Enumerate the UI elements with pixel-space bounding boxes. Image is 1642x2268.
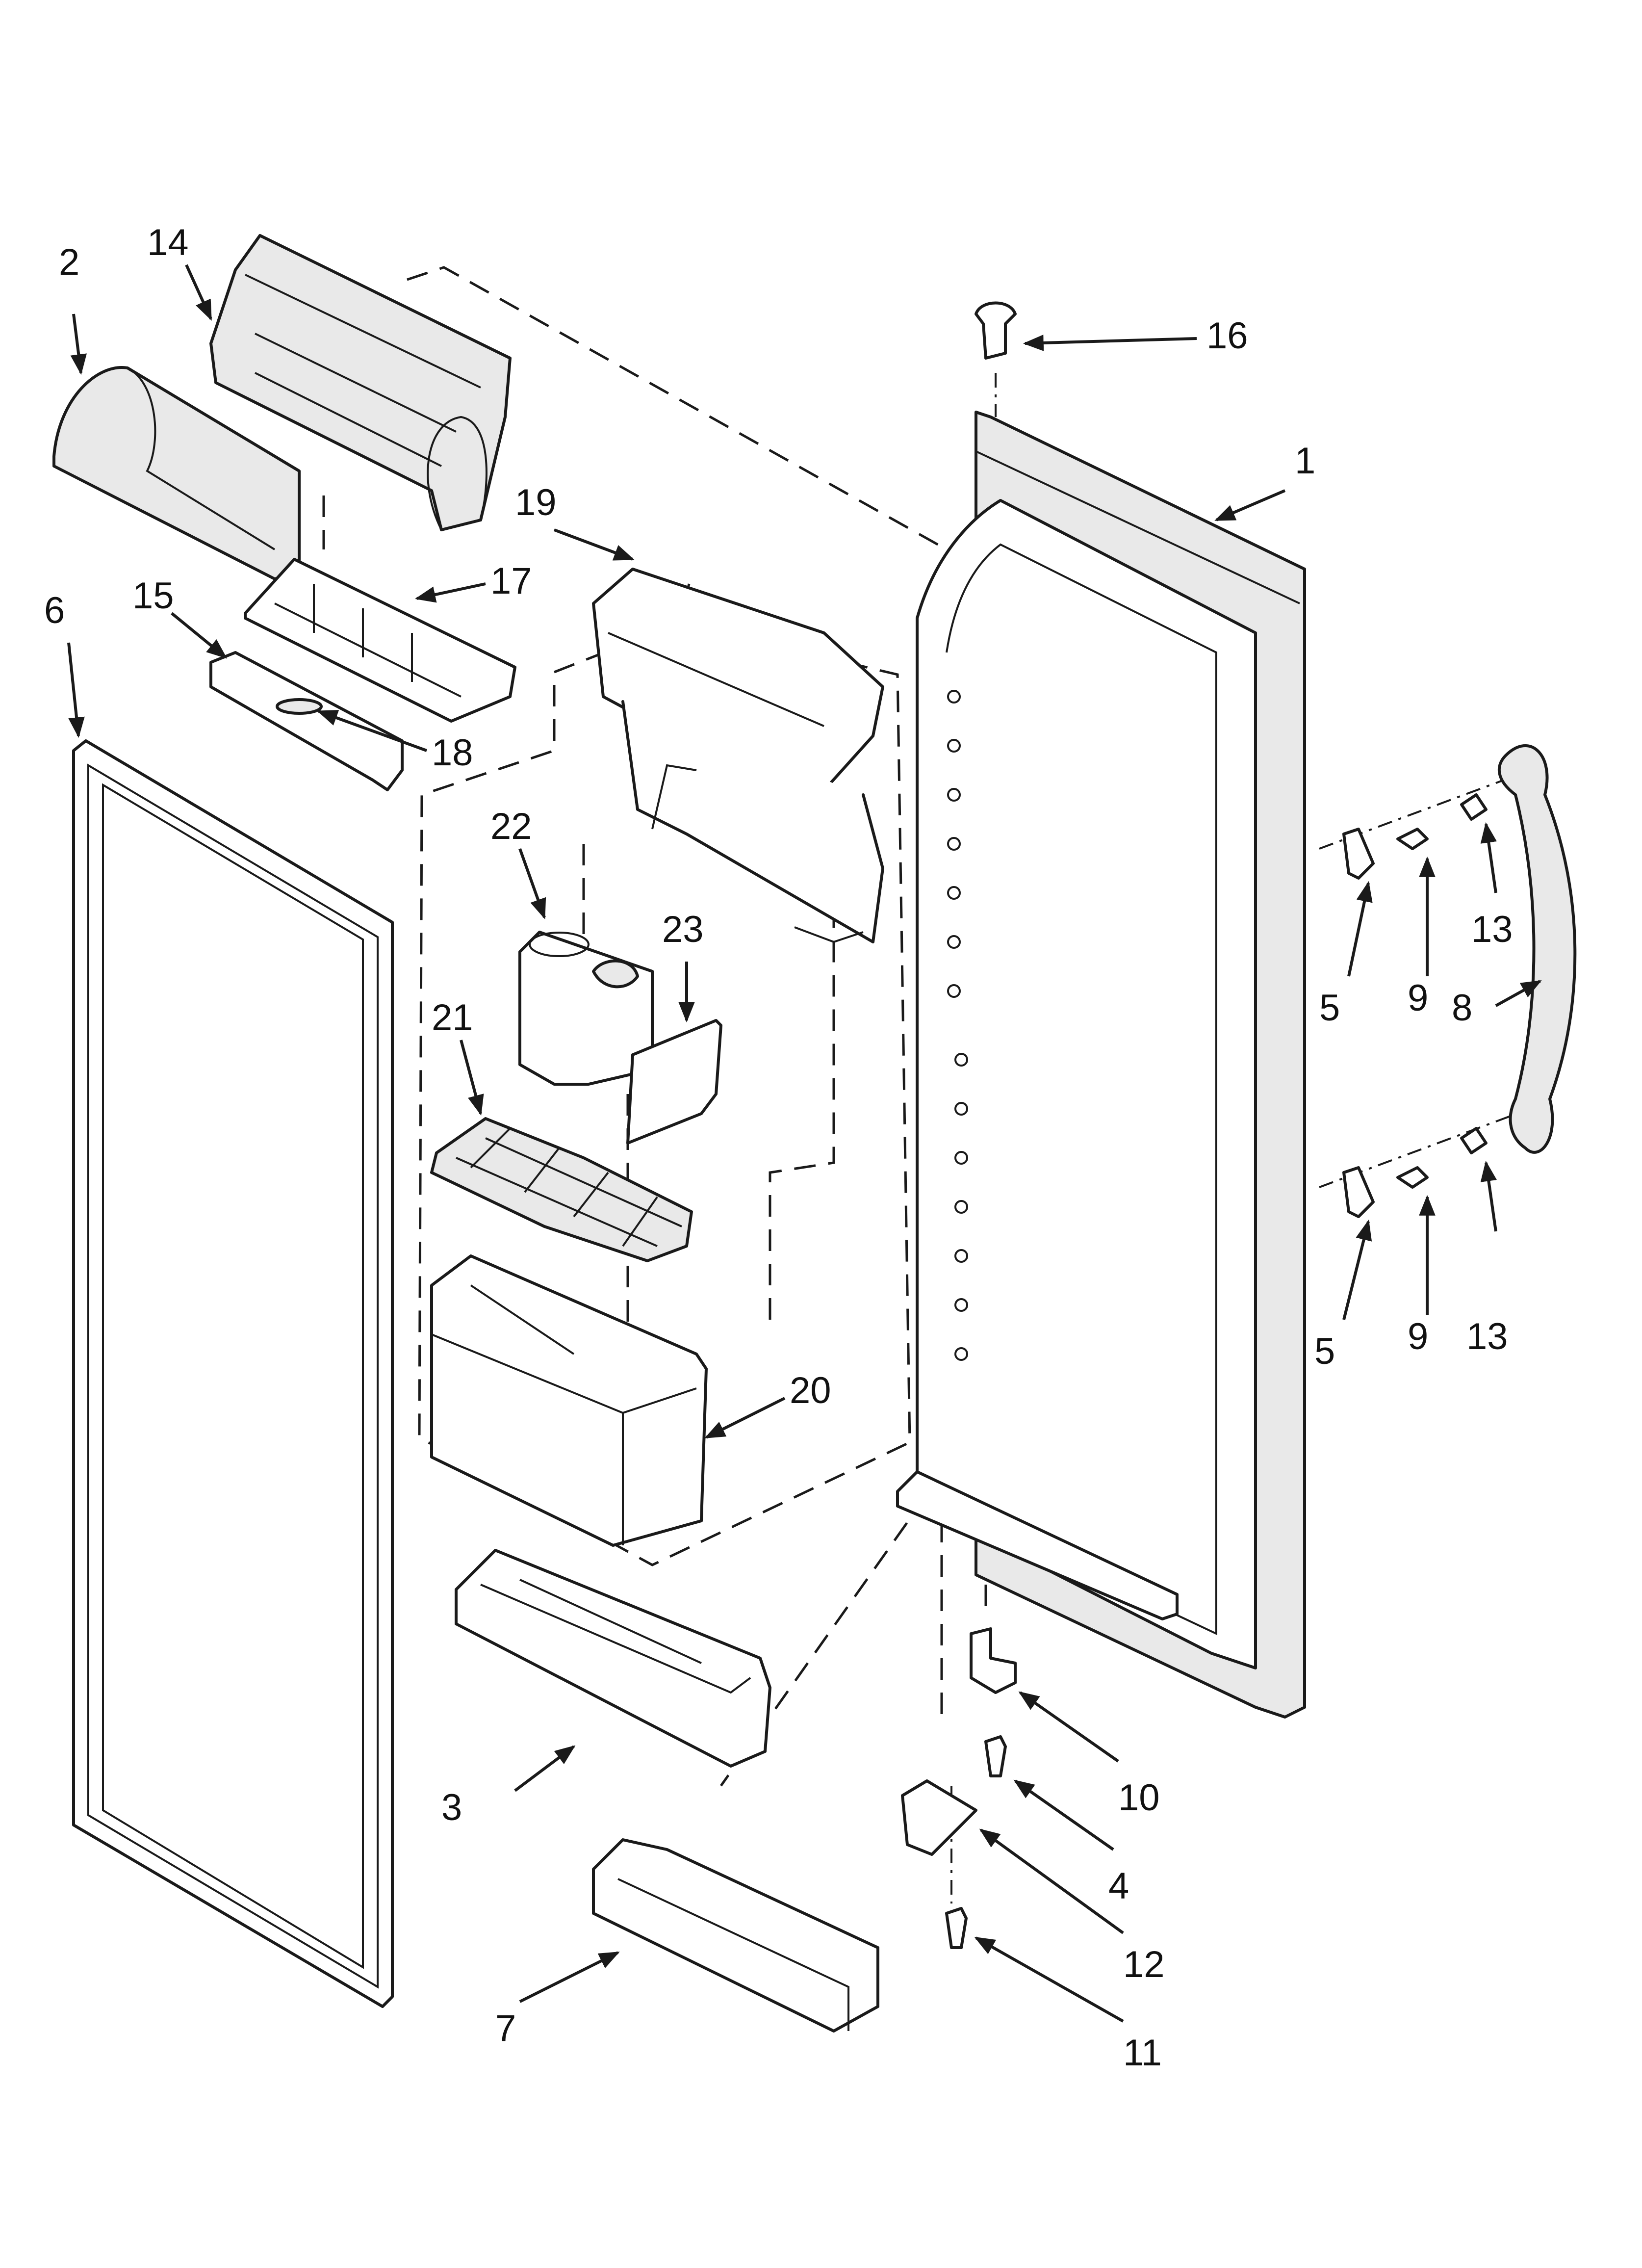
callout-10: 10 — [1118, 1777, 1160, 1819]
plug-part-16 — [975, 301, 1017, 360]
hinge-clip-part-5-upper — [1342, 828, 1375, 880]
callout-21: 21 — [432, 997, 473, 1039]
screw-part-9-upper — [1396, 828, 1429, 850]
callout-9-lower: 9 — [1408, 1316, 1428, 1357]
screw-part-11 — [945, 1907, 968, 1949]
light-lens-part-18 — [276, 698, 323, 715]
door-bin-part-3 — [455, 1549, 771, 1768]
callout-14: 14 — [147, 222, 189, 263]
callout-8: 8 — [1452, 987, 1472, 1029]
cup-part-22 — [518, 931, 654, 1086]
grille-part-21 — [430, 1117, 693, 1262]
callout-11: 11 — [1123, 2032, 1162, 2074]
door-gasket-part-6 — [72, 739, 394, 2008]
callout-13-upper: 13 — [1471, 909, 1513, 950]
callout-22: 22 — [490, 806, 532, 847]
screw-part-13-lower — [1460, 1127, 1488, 1154]
ice-bin-part-20 — [430, 1254, 708, 1547]
callout-labels: 1 2 3 4 5 5 6 7 8 9 9 10 11 12 13 13 14 … — [44, 222, 1513, 2074]
callout-20: 20 — [790, 1370, 831, 1411]
hinge-clip-part-5-lower — [1342, 1166, 1375, 1218]
callout-17: 17 — [490, 560, 532, 602]
lower-shelf-part-7 — [592, 1838, 879, 2033]
callout-4: 4 — [1108, 1865, 1129, 1907]
callout-15: 15 — [132, 575, 174, 617]
callout-6: 6 — [44, 590, 65, 631]
callout-5-upper: 5 — [1319, 987, 1340, 1029]
handle-part-8 — [1498, 744, 1577, 1154]
callout-18: 18 — [432, 732, 473, 774]
callout-13-lower: 13 — [1466, 1316, 1508, 1357]
hinge-plate-part-12 — [901, 1779, 977, 1856]
door-mounting-holes — [947, 690, 968, 1361]
callout-12: 12 — [1123, 1944, 1165, 1985]
callout-3: 3 — [441, 1787, 462, 1828]
callout-23: 23 — [662, 909, 704, 950]
screw-part-13-upper — [1460, 793, 1488, 821]
callout-1: 1 — [1295, 440, 1315, 482]
screw-part-9-lower — [1396, 1166, 1429, 1189]
screw-part-4 — [984, 1735, 1007, 1777]
callout-5-lower: 5 — [1314, 1330, 1335, 1372]
trim-cover-part-2 — [52, 366, 301, 580]
callout-9-upper: 9 — [1408, 977, 1428, 1019]
panel-part-23 — [626, 1019, 722, 1145]
callout-19: 19 — [515, 482, 557, 523]
callout-2: 2 — [59, 241, 79, 283]
leader-lines — [67, 264, 1542, 2023]
hinge-pin-part-10 — [970, 1627, 1017, 1694]
upper-bin-part-19 — [592, 568, 884, 943]
lever-part-15 — [209, 651, 404, 791]
callout-7: 7 — [495, 2007, 516, 2049]
dispenser-housing-part-14 — [209, 234, 512, 531]
callout-16: 16 — [1206, 315, 1248, 357]
door-part-1 — [896, 411, 1306, 1719]
tray-part-17 — [244, 558, 516, 723]
